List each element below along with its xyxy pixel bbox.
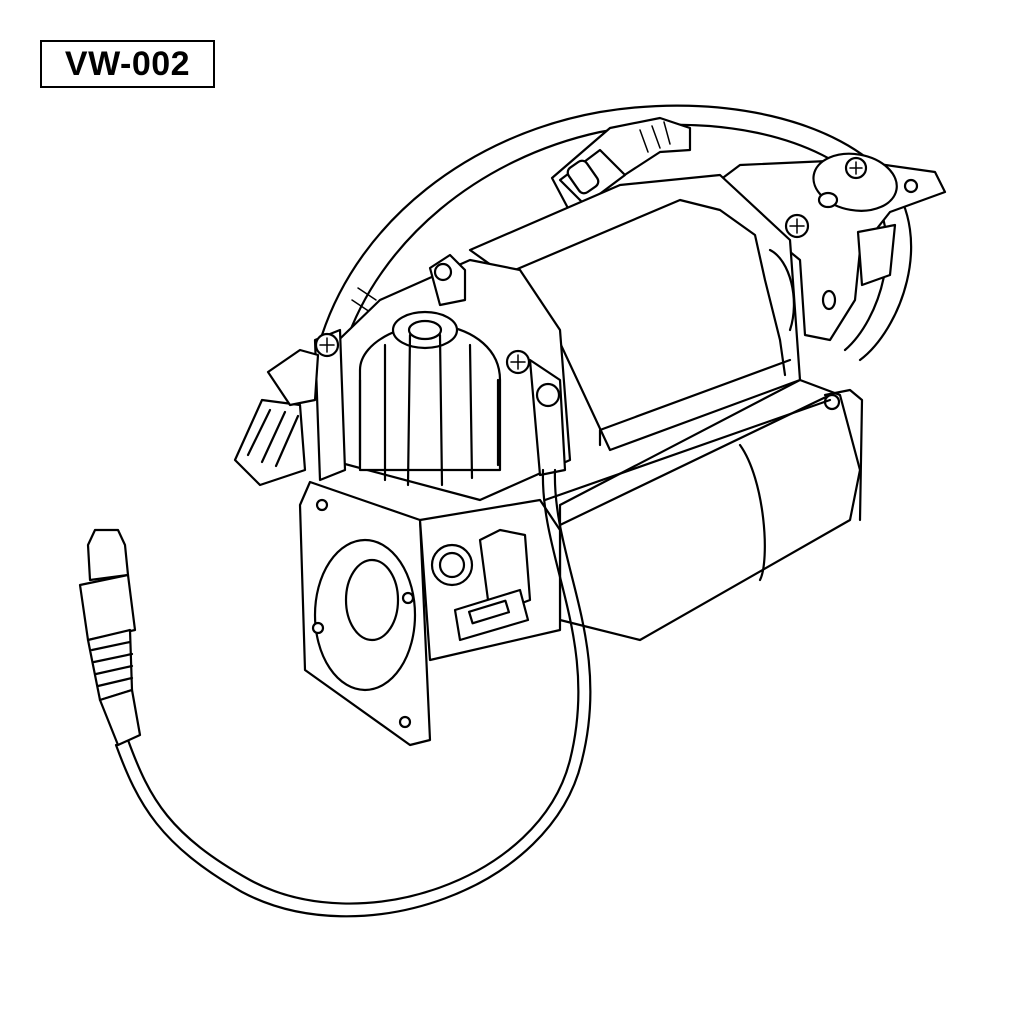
- top-connector: [550, 116, 692, 214]
- tail-wire: [114, 468, 592, 918]
- part-number-label: VW-002: [40, 40, 215, 88]
- side-connector: [233, 348, 320, 487]
- mounting-bracket: [718, 152, 947, 342]
- cylinder-head: [313, 253, 572, 502]
- tail-plug: [78, 528, 142, 747]
- motor-housing: [468, 173, 802, 452]
- crankcase-housing: [298, 480, 562, 747]
- dryer-cylinder: [543, 378, 864, 642]
- part-number-text: VW-002: [64, 44, 191, 83]
